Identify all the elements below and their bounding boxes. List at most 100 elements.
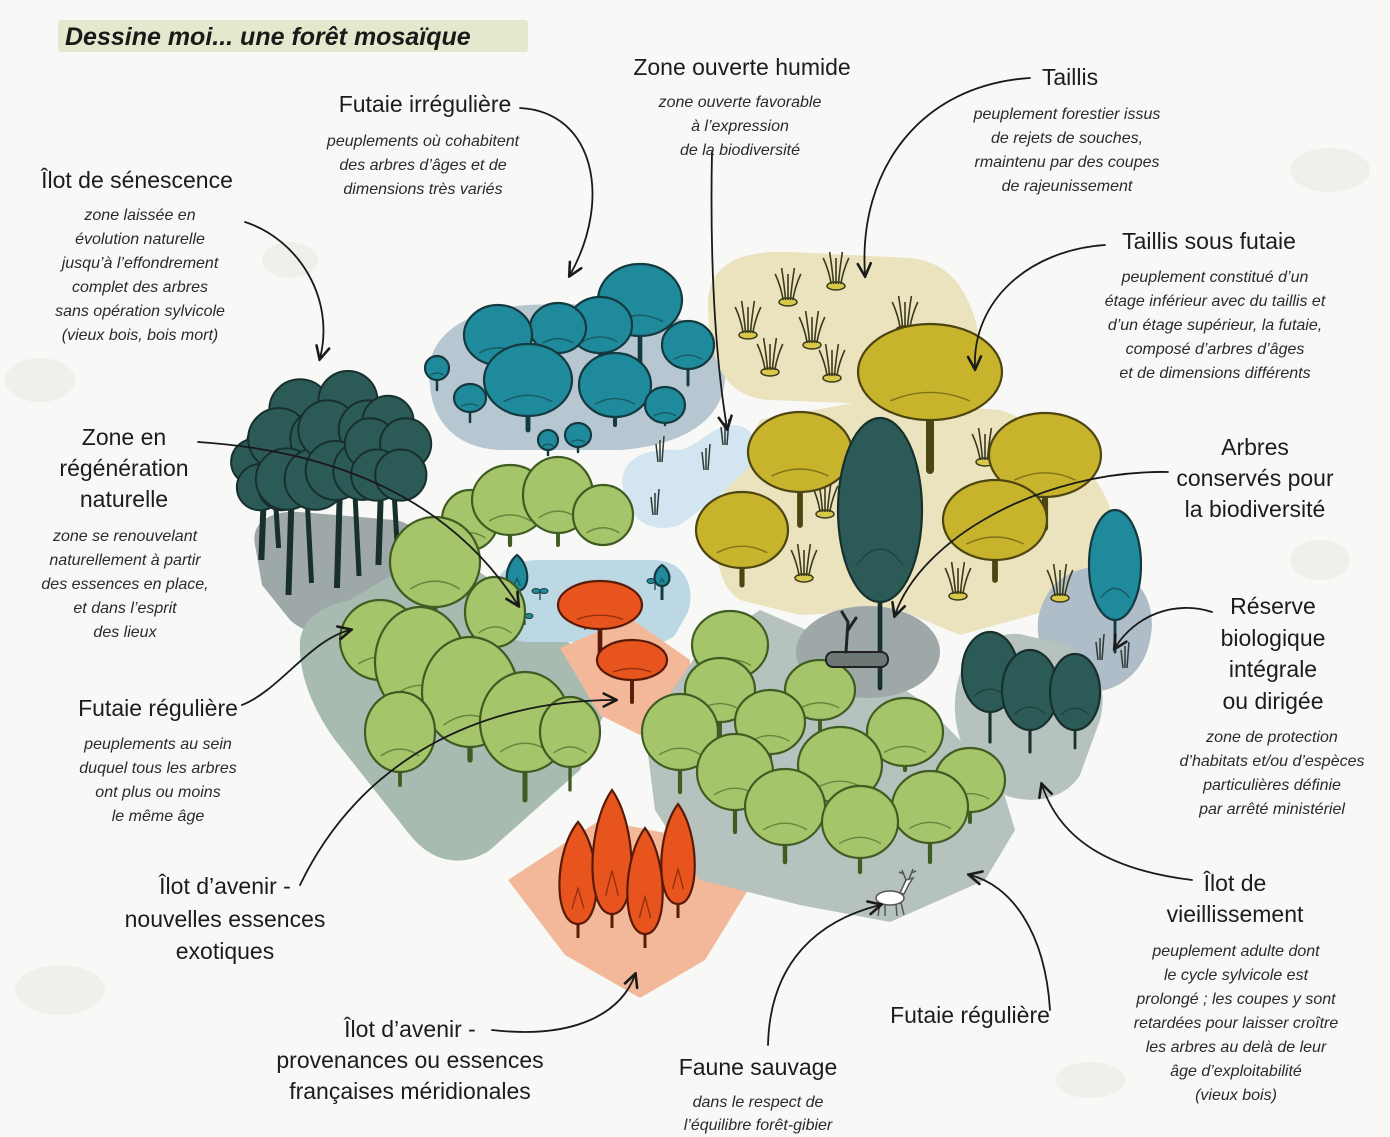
coppice-shoot — [756, 337, 784, 377]
arrow-taillis — [864, 77, 1031, 275]
label-title: Îlot de — [1203, 870, 1267, 896]
tree-canopy — [563, 421, 593, 449]
futaie-reguliere-bas-tree — [640, 692, 720, 795]
tree-canopy — [591, 788, 633, 916]
vieillissement-tree — [1048, 652, 1102, 750]
arrow-ilot-avenir-exotiques — [299, 700, 615, 886]
label-title: Futaie régulière — [78, 695, 238, 721]
tree-canopy-detail — [838, 836, 882, 845]
tree-canopy-detail — [570, 439, 586, 443]
futaie-irreguliere-tree — [423, 354, 451, 392]
tree-canopy-detail — [638, 894, 652, 919]
tree-canopy-lobe — [374, 448, 428, 502]
tree-canopy-detail — [658, 747, 702, 756]
label-title: françaises méridionales — [289, 1078, 531, 1104]
tree-canopy — [987, 411, 1103, 499]
label-desc-line: composé d’arbres d’âges — [1126, 341, 1305, 358]
futaie-reguliere-tree — [571, 483, 635, 547]
coppice-stem — [816, 316, 826, 344]
coppice-stem — [828, 251, 835, 285]
futaie-irreguliere-tree — [660, 319, 716, 387]
tree-canopy — [890, 769, 970, 845]
arrow-ilot-avenir-meridionales — [491, 975, 635, 1033]
reed-stem — [656, 488, 660, 516]
tree-canopy-detail — [890, 391, 970, 402]
label-desc-line: particulières définie — [1202, 777, 1341, 794]
label-desc-line: et de dimensions différents — [1119, 365, 1310, 382]
background-blob — [1055, 1062, 1125, 1098]
exotic-future-tree — [556, 579, 644, 663]
tree-canopy — [556, 579, 644, 631]
label-desc-line: de rajeunissement — [1002, 178, 1133, 195]
label-title: Faune sauvage — [679, 1054, 838, 1080]
label-title: Îlot d’avenir - — [158, 873, 291, 899]
arrow-ilot-senescence — [244, 221, 323, 358]
futaie-irreguliere-tree — [643, 385, 687, 427]
tree-canopy-detail — [409, 580, 461, 590]
tree-canopy — [743, 767, 827, 847]
label-desc-line: évolution naturelle — [75, 231, 205, 248]
coppice-stem — [813, 310, 820, 344]
reed-stem — [1120, 649, 1124, 669]
tree-canopy-detail — [671, 866, 685, 890]
futaie-reguliere-bas-tree — [865, 696, 945, 773]
tree-canopy-detail — [478, 626, 512, 634]
coppice-shoot — [1046, 563, 1074, 603]
coppice-stem — [808, 549, 818, 577]
dead-stump — [840, 610, 858, 654]
tree-canopy-detail — [883, 745, 927, 754]
label-title: conservés pour — [1176, 465, 1334, 491]
futaie-irreguliere-tree — [452, 382, 488, 424]
tree-canopy-detail — [673, 354, 703, 361]
meridional-future-tree — [660, 802, 696, 918]
tree-canopy — [363, 690, 437, 774]
tree-canopy-detail — [771, 468, 829, 477]
reed — [655, 435, 665, 463]
coppice-stem — [840, 257, 850, 285]
tree-canopy-detail — [856, 548, 904, 566]
coppice-stem — [771, 337, 778, 371]
tree-canopy-detail — [762, 822, 808, 831]
futaie-irreguliere-tree — [577, 351, 653, 427]
label-title: Taillis — [1042, 64, 1098, 90]
futaie-irreguliere-tree — [536, 428, 560, 457]
label-title: intégrale — [1229, 656, 1317, 682]
regeneration-young-tree — [653, 563, 671, 600]
tree-canopy-detail — [513, 576, 521, 586]
label-desc-line: d’habitats et/ou d’espèces — [1179, 753, 1364, 770]
label-desc-line: jusqu’à l’effondrement — [60, 255, 219, 272]
label-title: naturelle — [80, 486, 168, 512]
coppice-stem — [944, 567, 954, 595]
label-desc-line: rmaintenu par des coupes — [975, 154, 1160, 171]
label-arbres-conserves: Arbres conservés pour la biodiversité — [1176, 434, 1334, 522]
tree-canopy-detail — [542, 443, 554, 447]
tree-canopy — [856, 322, 1004, 422]
label-title: la biodiversité — [1185, 496, 1326, 522]
deer-antlers — [898, 868, 917, 881]
coppice-stem — [837, 251, 844, 285]
tree-canopy — [423, 354, 451, 382]
label-title: régénération — [59, 455, 188, 481]
label-desc-line: à l’expression — [691, 118, 789, 135]
label-taillis: Taillis peuplement forestier issus de re… — [973, 64, 1161, 195]
coppice-stem — [959, 561, 966, 595]
label-desc-line: peuplements au sein — [83, 736, 232, 753]
arrow-faune-sauvage — [767, 905, 880, 1046]
futaie-reguliere-bas-tree — [820, 784, 900, 875]
background-blob — [15, 965, 105, 1015]
tree-canopy — [388, 515, 482, 609]
label-ilot-avenir-meridionales: Îlot d’avenir - provenances ou essences … — [276, 1016, 543, 1104]
reserve-tree — [1087, 508, 1143, 654]
label-desc-line: zone ouverte favorable — [658, 94, 822, 111]
coppice-stem — [897, 295, 904, 329]
tree-canopy — [820, 784, 900, 860]
tree-canopy — [836, 416, 924, 604]
label-desc-line: peuplement adulte dont — [1151, 943, 1320, 960]
coppice-stem — [1064, 569, 1074, 597]
label-title: Futaie irrégulière — [339, 91, 512, 117]
coppice-stem — [1046, 569, 1056, 597]
coppice-stem — [962, 567, 972, 595]
label-desc-line: complet des arbres — [72, 279, 208, 296]
label-desc-line: étage inférieur avec du taillis et — [1105, 293, 1326, 310]
arrow-futaie-reguliere-gauche — [241, 630, 350, 706]
